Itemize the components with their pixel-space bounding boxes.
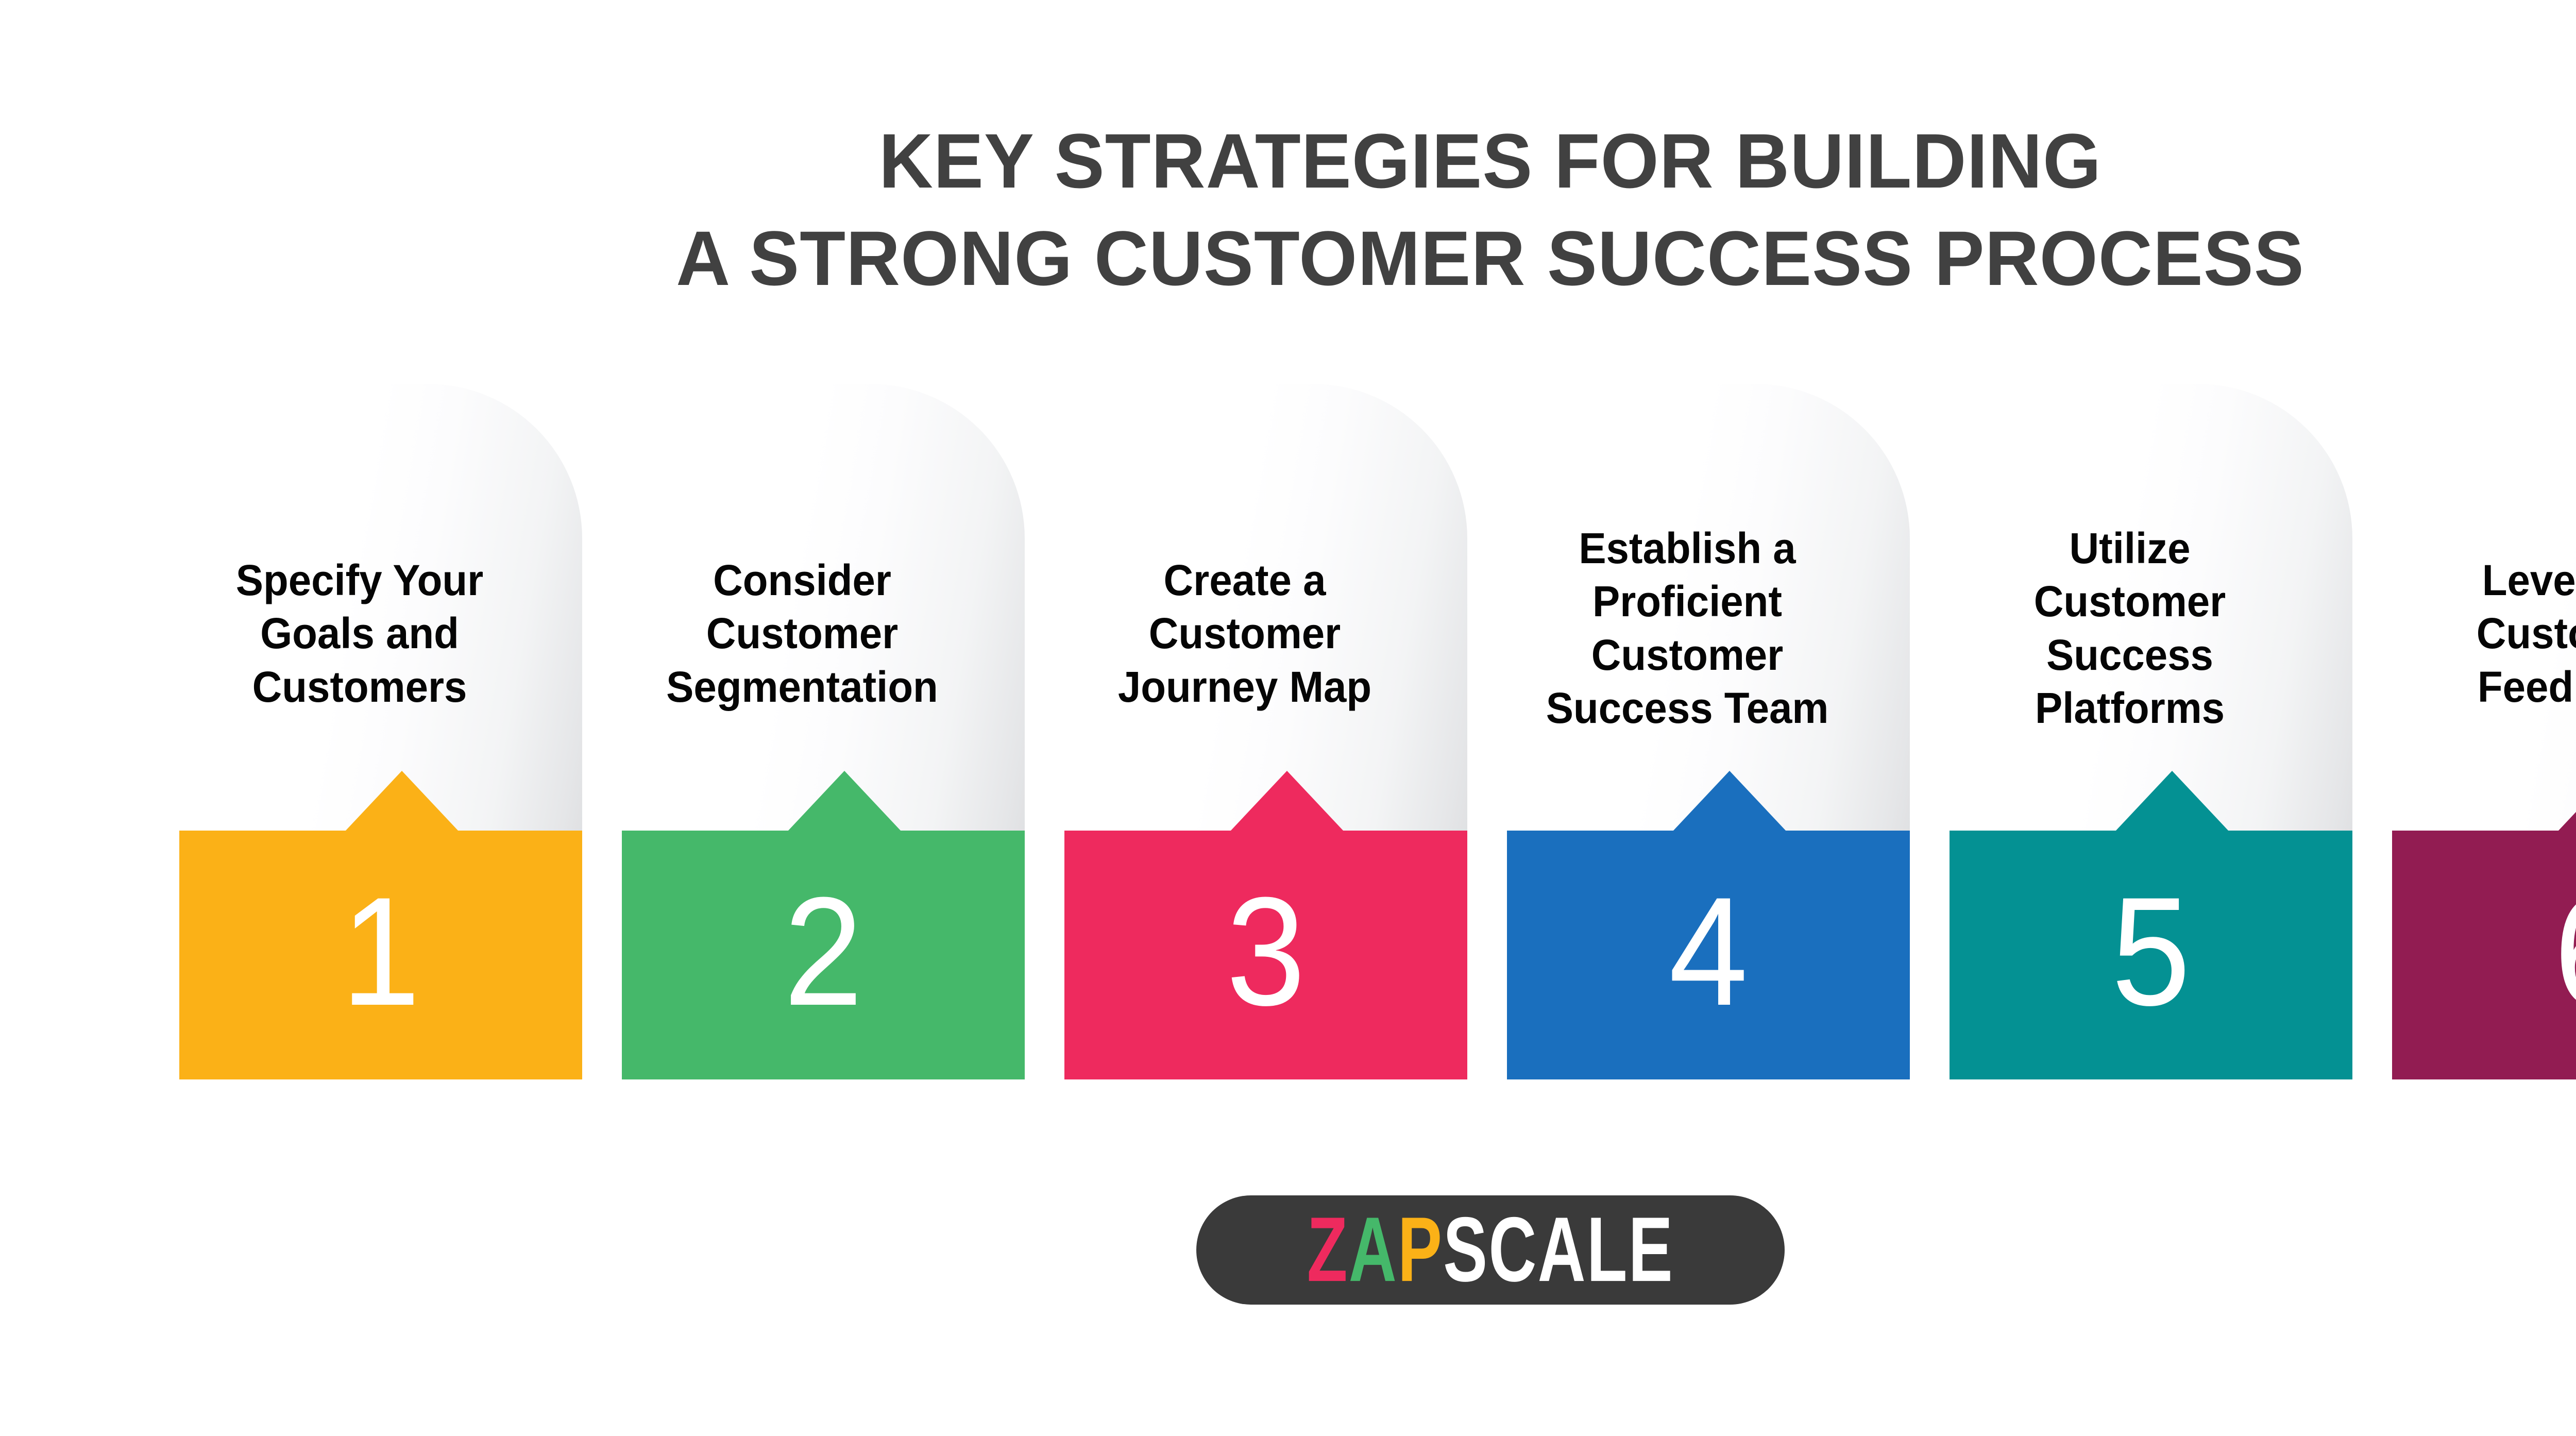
logo-letter-p: P: [1397, 1198, 1443, 1301]
step-label-line: Consider: [713, 556, 891, 604]
step-color-block[interactable]: 2: [622, 771, 1025, 1079]
step-arrow-up-icon: [2558, 771, 2576, 831]
step-label-line: Leverage: [2482, 556, 2576, 604]
step-card-panel: [622, 384, 1025, 848]
step-color-block[interactable]: 5: [1950, 771, 2352, 1079]
step-number: 4: [1669, 865, 1748, 1038]
brand-logo: Z A P SCALE: [0, 1195, 2576, 1305]
step-label-line: Customer: [1148, 609, 1341, 658]
step-label-line: Customer: [2033, 577, 2226, 626]
step-number: 5: [2111, 865, 2191, 1038]
step-label-line: Customer: [2476, 609, 2576, 658]
logo-letter-z: Z: [1307, 1198, 1349, 1301]
step-number: 6: [2408, 874, 2576, 1028]
step-label-line: Customer: [706, 609, 899, 658]
step-arrow-up-icon: [1230, 771, 1344, 831]
step-label-line: Success Team: [1546, 683, 1829, 732]
step-label-line: Journey Map: [1117, 662, 1372, 711]
step-card-6[interactable]: LeverageCustomerFeedback 6: [2392, 384, 2576, 1079]
step-card-panel: [179, 384, 582, 848]
step-label-line: Goals and: [260, 609, 459, 658]
step-card-panel: [1064, 384, 1467, 848]
step-arrow-up-icon: [345, 771, 459, 831]
step-label-line: Customers: [252, 662, 467, 711]
step-card-panel: [2392, 384, 2576, 848]
step-color-block[interactable]: 6: [2392, 771, 2576, 1079]
step-label-line: Proficient: [1592, 577, 1783, 626]
step-label-line: Create a: [1163, 556, 1326, 604]
step-arrow-up-icon: [1673, 771, 1786, 831]
step-label-line: Segmentation: [666, 662, 938, 711]
logo-letter-a: A: [1348, 1198, 1398, 1301]
step-color-block[interactable]: 3: [1064, 771, 1467, 1079]
step-label-line: Success: [2046, 630, 2213, 679]
step-card-panel: [1507, 384, 1910, 848]
logo-word-scale: SCALE: [1443, 1198, 1674, 1301]
step-label-line: Feedback: [2477, 662, 2576, 711]
title-line-2: A STRONG CUSTOMER SUCCESS PROCESS: [676, 215, 2304, 301]
step-color-block[interactable]: 4: [1507, 771, 1910, 1079]
step-color-block[interactable]: 1: [179, 771, 582, 1079]
step-label-line: Specify Your: [235, 556, 484, 604]
step-label-line: Utilize: [2069, 524, 2191, 572]
step-label-line: Customer: [1591, 630, 1784, 679]
title-line-1: KEY STRATEGIES FOR BUILDING: [878, 117, 2102, 204]
step-label-line: Platforms: [2035, 683, 2225, 732]
page-title: KEY STRATEGIES FOR BUILDING A STRONG CUS…: [0, 112, 2576, 307]
step-number: 2: [784, 865, 863, 1038]
step-arrow-up-icon: [2115, 771, 2229, 831]
step-number: 3: [1226, 865, 1306, 1038]
step-number: 1: [341, 865, 420, 1038]
step-label-line: Establish a: [1579, 524, 1796, 572]
step-label: LeverageCustomerFeedback: [2401, 554, 2576, 714]
logo-pill: Z A P SCALE: [1196, 1195, 1785, 1305]
step-arrow-up-icon: [788, 771, 901, 831]
logo-wordmark: Z A P SCALE: [1307, 1204, 1673, 1296]
step-card-panel: [1950, 384, 2352, 848]
